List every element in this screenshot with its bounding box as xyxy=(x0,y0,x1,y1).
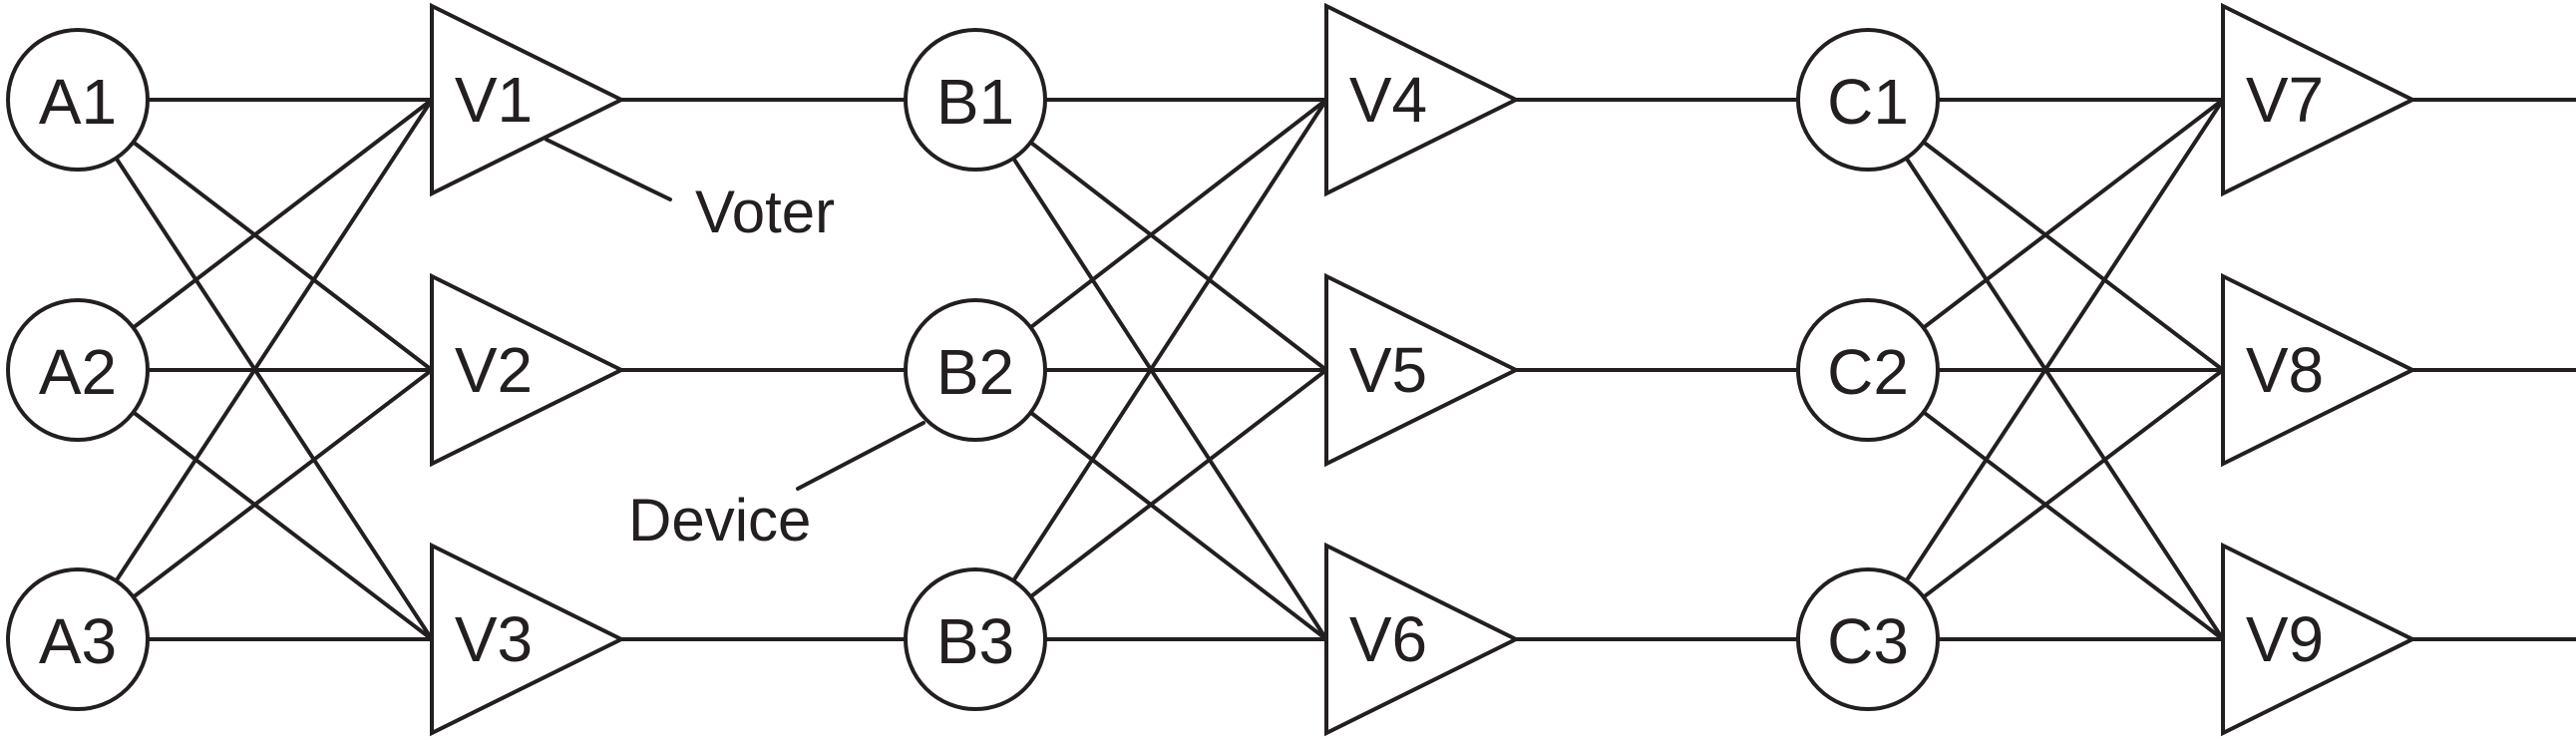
voter-label: V8 xyxy=(2246,334,2324,406)
device-circle xyxy=(6,28,150,172)
edge-c3-v8 xyxy=(1921,368,2225,599)
device-c2: C2 xyxy=(1796,298,1940,442)
voter-v3: V3 xyxy=(430,542,626,737)
voter-v2: V2 xyxy=(430,272,626,468)
device-label: C1 xyxy=(1827,66,1909,138)
voter-v4: V4 xyxy=(1324,2,1521,197)
device-annotation: Device xyxy=(628,487,811,554)
edge-a2-v1 xyxy=(131,98,434,330)
edge-c1-v8 xyxy=(1921,140,2225,372)
voter-label: V9 xyxy=(2246,603,2324,675)
voter-triangle xyxy=(430,2,626,197)
edge-c2-v7 xyxy=(1921,98,2225,330)
voter-triangle xyxy=(1324,2,1521,197)
voter-label: V2 xyxy=(455,334,533,406)
voter-label: V7 xyxy=(2246,64,2324,136)
edge-a2-v3 xyxy=(131,410,434,641)
voter-v7: V7 xyxy=(2221,2,2417,197)
edge-a3-v1 xyxy=(114,98,434,583)
voter-triangle xyxy=(430,272,626,468)
device-callout-line xyxy=(796,421,925,491)
voter-triangle xyxy=(2221,542,2417,737)
voter-v6: V6 xyxy=(1324,542,1521,737)
device-b1: B1 xyxy=(904,28,1047,172)
voter-triangle xyxy=(2221,2,2417,197)
device-circle xyxy=(1796,28,1940,172)
voter-triangle xyxy=(1324,272,1521,468)
edge-b2-v6 xyxy=(1028,410,1328,641)
device-label: C3 xyxy=(1827,605,1909,677)
voter-label: V5 xyxy=(1349,334,1427,406)
voter-v5: V5 xyxy=(1324,272,1521,468)
voter-label: V3 xyxy=(455,603,533,675)
device-c3: C3 xyxy=(1796,567,1940,711)
edge-b3-v5 xyxy=(1028,368,1328,599)
voter-v8: V8 xyxy=(2221,272,2417,468)
edge-b1-v5 xyxy=(1028,140,1328,372)
device-b2: B2 xyxy=(904,298,1047,442)
edge-c2-v9 xyxy=(1921,410,2225,641)
device-circle xyxy=(904,28,1047,172)
device-label: C2 xyxy=(1827,336,1909,408)
device-c1: C1 xyxy=(1796,28,1940,172)
device-circle xyxy=(904,567,1047,711)
edge-a1-v2 xyxy=(131,140,434,372)
voter-label: V6 xyxy=(1349,603,1427,675)
voter-label: V1 xyxy=(455,64,533,136)
voter-callout-line xyxy=(545,138,672,201)
edge-c1-v9 xyxy=(1904,156,2225,641)
voter-triangle xyxy=(2221,272,2417,468)
voter-label: V4 xyxy=(1349,64,1427,136)
voter-annotation: Voter xyxy=(695,179,835,245)
device-circle xyxy=(1796,298,1940,442)
connections xyxy=(114,98,2576,641)
device-label: A1 xyxy=(39,66,117,138)
device-b3: B3 xyxy=(904,567,1047,711)
device-a2: A2 xyxy=(6,298,150,442)
device-label: B1 xyxy=(936,66,1014,138)
voter-v9: V9 xyxy=(2221,542,2417,737)
edge-b1-v6 xyxy=(1011,156,1328,641)
device-label: A3 xyxy=(39,605,117,677)
edge-b3-v4 xyxy=(1011,98,1328,583)
edge-c3-v7 xyxy=(1904,98,2225,583)
device-a1: A1 xyxy=(6,28,150,172)
edge-a1-v3 xyxy=(114,156,434,641)
device-circle xyxy=(904,298,1047,442)
edge-b2-v4 xyxy=(1028,98,1328,330)
annotations: Voter Device xyxy=(545,138,925,554)
device-label: B2 xyxy=(936,336,1014,408)
voter-v1: V1 xyxy=(430,2,626,197)
edge-a3-v2 xyxy=(131,368,434,599)
device-circle xyxy=(1796,567,1940,711)
device-label: B3 xyxy=(936,605,1014,677)
device-label: A2 xyxy=(39,336,117,408)
device-a3: A3 xyxy=(6,567,150,711)
voter-triangle xyxy=(430,542,626,737)
device-circle xyxy=(6,567,150,711)
voter-triangle xyxy=(1324,542,1521,737)
device-circle xyxy=(6,298,150,442)
